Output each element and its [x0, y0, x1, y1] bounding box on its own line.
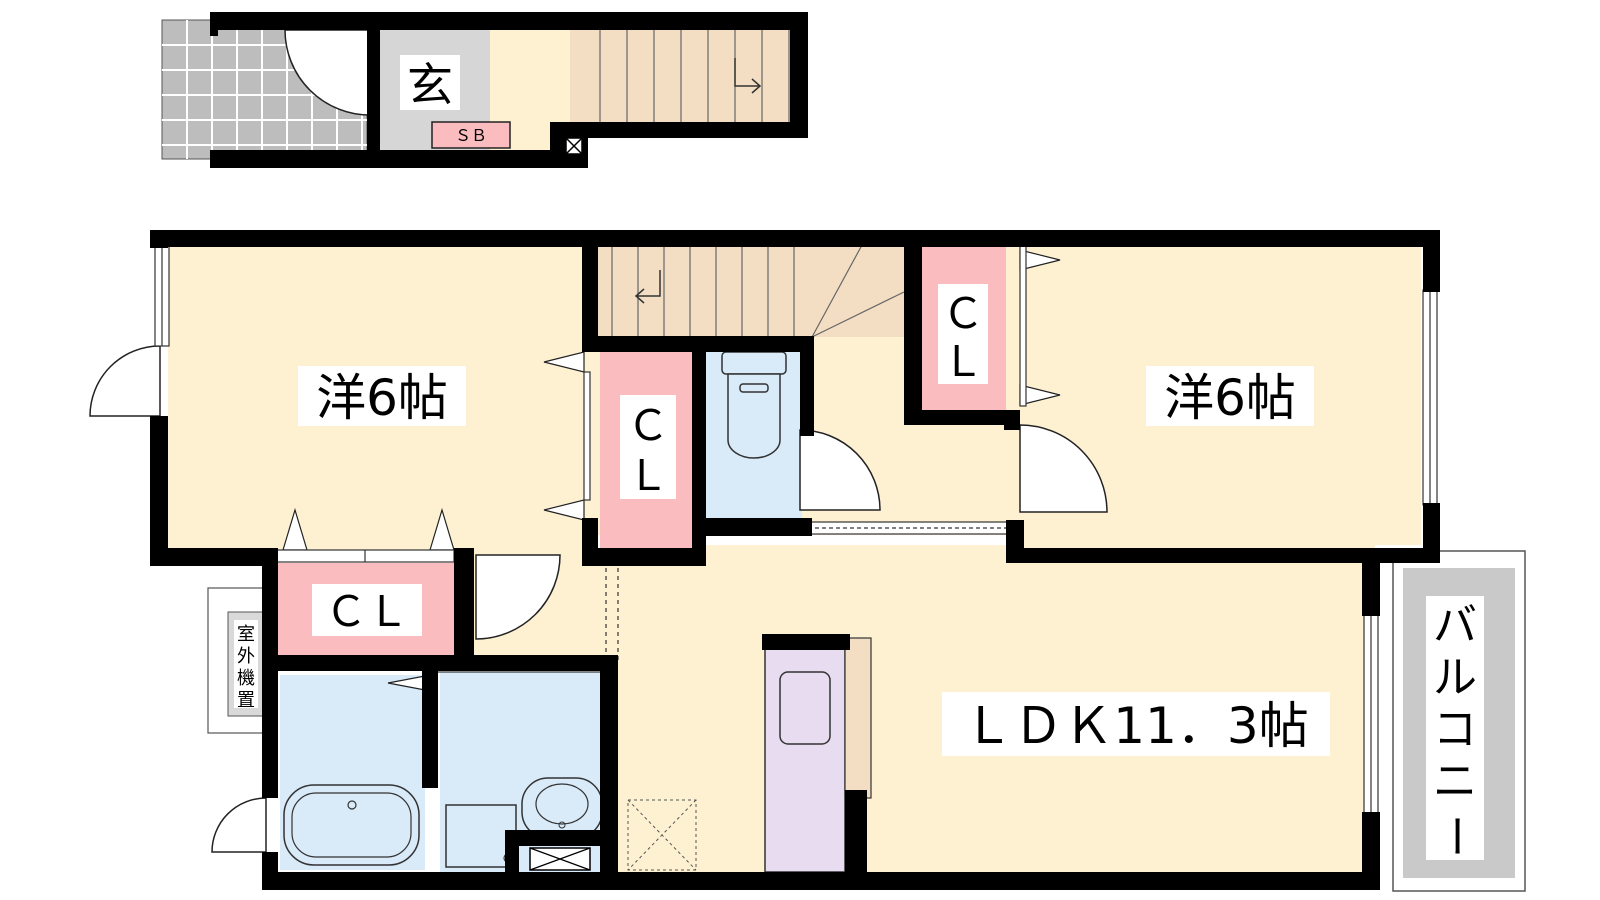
main-floor: 洋6帖 洋6帖 Ｃ Ｌ Ｃ Ｌ ＣＬ ＬＤＫ11．3帖 バ ル コ ニ ー 室 …: [89, 230, 1526, 892]
western-room-right-label: 洋6帖: [1164, 369, 1296, 427]
kitchen-counter: [762, 634, 872, 873]
shoe-box-label: ＳＢ: [455, 126, 487, 145]
balcony-label-3: コ: [1433, 704, 1477, 755]
main-walls: [150, 230, 1440, 890]
door-swings: [89, 345, 1108, 853]
room-labels: 洋6帖 洋6帖 Ｃ Ｌ Ｃ Ｌ ＣＬ ＬＤＫ11．3帖 バ ル コ ニ ー 室 …: [237, 284, 1484, 860]
closet-right-label-l: Ｌ: [942, 337, 984, 386]
balcony-label-1: バ: [1433, 600, 1477, 651]
entrance-floor: ＳＢ 玄: [161, 12, 808, 168]
balcony-label-2: ル: [1433, 652, 1477, 703]
washing-machine-space: [445, 804, 517, 868]
toilet-icon: [721, 351, 787, 459]
entrance-walls: [210, 12, 808, 168]
closet-bottom-left-label: ＣＬ: [325, 587, 409, 636]
shoe-box: [431, 121, 511, 149]
stairs-main: [586, 245, 904, 337]
outdoor-unit-label-1: 室: [237, 624, 255, 645]
stairs-up-arrow: [734, 58, 762, 94]
vent-box: [529, 847, 591, 871]
western-room-left-label: 洋6帖: [316, 369, 448, 427]
refrigerator-space: [627, 799, 697, 871]
bathtub-icon: [283, 784, 420, 866]
entrance-door-swing: [284, 29, 371, 116]
vent-symbol: [565, 137, 583, 155]
balcony-label-5: ー: [1430, 814, 1481, 858]
outdoor-unit-label-4: 置: [237, 690, 255, 711]
stairs-upper: [570, 30, 805, 126]
outdoor-unit: [207, 587, 265, 734]
closet-right-label-c: Ｃ: [942, 289, 984, 338]
closet-door-markers: [282, 249, 1061, 691]
balcony-label-4: ニ: [1433, 756, 1477, 807]
ldk-label: ＬＤＫ11．3帖: [963, 697, 1308, 755]
closet-center-label-l: Ｌ: [627, 451, 669, 500]
sink-icon: [521, 777, 603, 839]
outdoor-unit-label-3: 機: [237, 668, 255, 689]
stairs-main-arrow: [634, 270, 661, 304]
outdoor-unit-label-2: 外: [237, 646, 255, 667]
entrance-label: 玄: [407, 58, 453, 112]
stairs-landing: [811, 244, 905, 338]
closet-center-label-c: Ｃ: [627, 401, 669, 450]
